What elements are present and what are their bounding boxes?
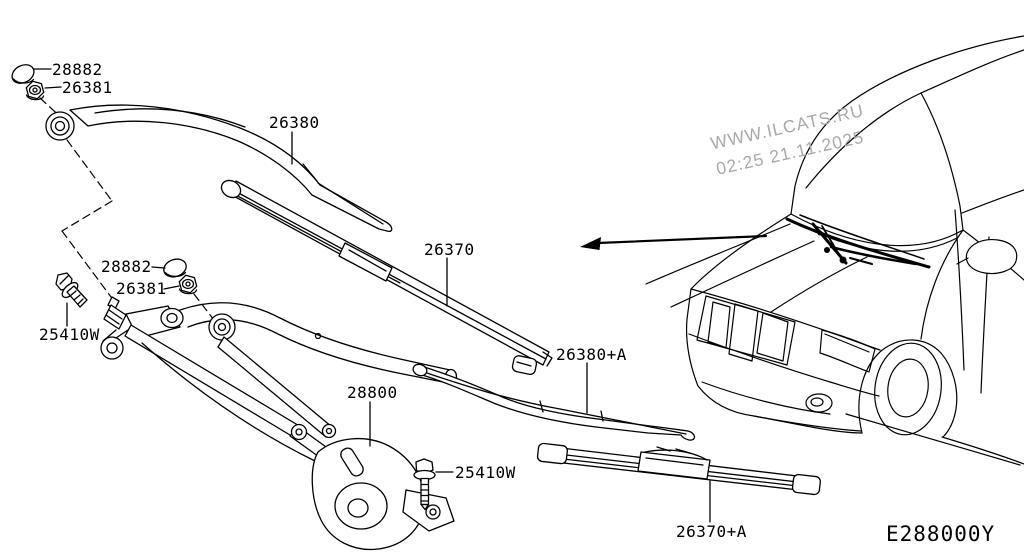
part-label-linkage-motor: 28800 <box>347 383 398 402</box>
passenger-wiper-blade-drawing <box>536 442 821 496</box>
part-label-blade-passenger: 26370+A <box>676 522 747 541</box>
part-label-cap-mid: 28882 <box>101 257 152 276</box>
pivot-cap-top-drawing <box>11 64 35 84</box>
pivot-nut-mid-drawing <box>178 274 198 295</box>
diagram-code: E288000Y <box>886 522 996 546</box>
car-wipers-detail <box>785 214 931 269</box>
driver-wiper-arm-drawing <box>45 104 393 232</box>
part-label-nut-top: 26381 <box>62 78 113 97</box>
wiper-linkage-motor-drawing <box>100 296 458 551</box>
pivot-nut-top-drawing <box>25 80 45 101</box>
leader-lines <box>33 68 711 523</box>
pointer-arrow <box>580 234 768 250</box>
bolt-left-drawing <box>55 272 88 308</box>
part-label-bolt-left: 25410W <box>39 325 100 344</box>
part-label-bolt-center: 25410W <box>455 463 516 482</box>
part-label-arm-passenger: 26380+A <box>556 345 627 364</box>
passenger-wiper-arm-drawing <box>412 355 696 441</box>
pivot-cap-mid-drawing <box>163 258 187 278</box>
car-front-sketch <box>645 35 1024 466</box>
part-label-blade-driver: 26370 <box>424 240 475 259</box>
part-label-cap-top: 28882 <box>52 60 103 79</box>
driver-wiper-blade-drawing <box>220 179 553 367</box>
part-label-arm-driver: 26380 <box>269 113 320 132</box>
bolt-center-drawing <box>413 458 436 511</box>
part-label-nut-mid: 26381 <box>116 279 167 298</box>
